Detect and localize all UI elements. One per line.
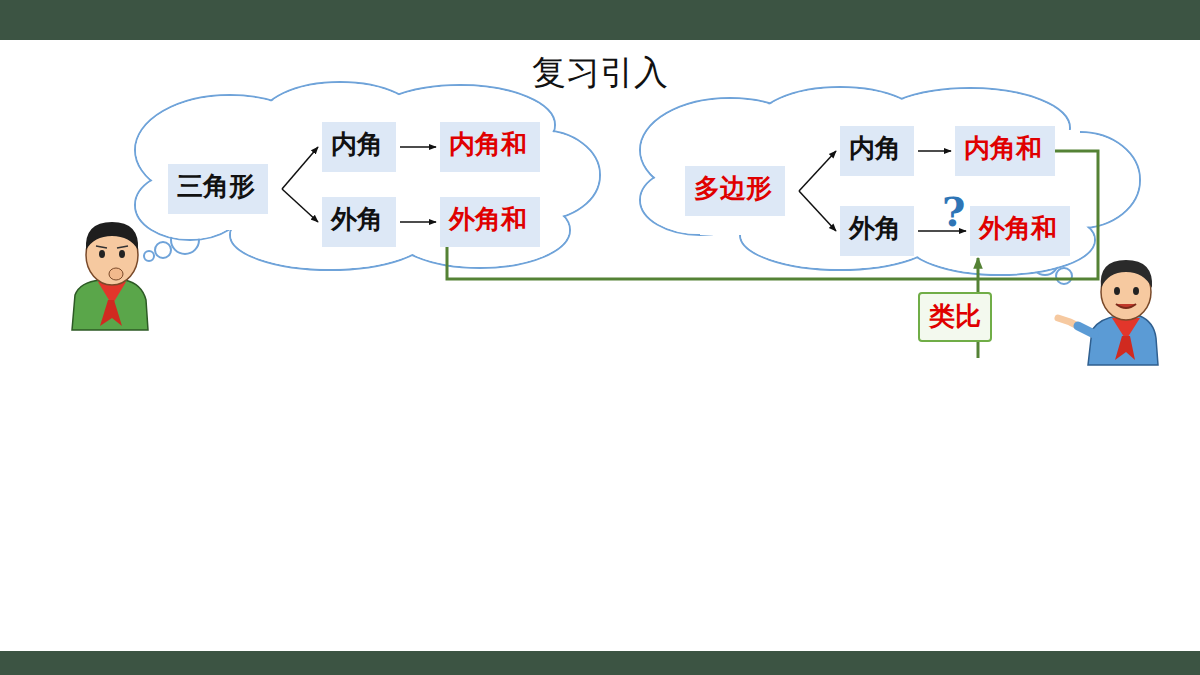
shape-box: 三角形 — [168, 164, 268, 214]
node-text: 内角 — [331, 128, 387, 162]
slide-title: 复习引入 — [0, 50, 1200, 96]
angle-box: 内角 — [840, 126, 914, 176]
bottom-bar — [0, 651, 1200, 675]
node-text: 内角和 — [449, 128, 531, 162]
node-text: 外角 — [331, 203, 387, 237]
angle-box: 内角 — [322, 122, 396, 172]
node-text: 外角和 — [449, 203, 531, 237]
node-text: 内角 — [849, 132, 905, 166]
question-mark: ? — [942, 192, 965, 232]
node-text: 内角和 — [964, 132, 1046, 166]
node-text: 外角和 — [979, 212, 1061, 246]
node-text: 类比 — [929, 300, 981, 334]
connector — [282, 147, 318, 189]
node-text: 三角形 — [177, 170, 259, 204]
connector — [977, 258, 980, 292]
connector — [282, 189, 318, 222]
top-bar — [0, 0, 1200, 40]
node-text: 多边形 — [694, 172, 776, 206]
thought-cloud-left — [135, 82, 600, 270]
connector — [400, 221, 436, 223]
connector — [799, 191, 836, 231]
angle-box: 外角 — [840, 206, 914, 256]
angle-box: 外角 — [322, 197, 396, 247]
shape-box: 多边形 — [685, 166, 785, 216]
sum-box: 内角和 — [440, 122, 540, 172]
thought-cloud-right — [640, 87, 1140, 284]
node-text: 外角 — [849, 212, 905, 246]
sum-box: 外角和 — [440, 197, 540, 247]
connector — [400, 146, 436, 148]
sum-box: 外角和 — [970, 206, 1070, 256]
guide-line — [977, 342, 980, 358]
connector — [799, 151, 836, 191]
boy-presenting — [1058, 260, 1158, 365]
connector — [918, 150, 951, 152]
analogy-box: 类比 — [918, 292, 992, 342]
sum-box: 内角和 — [955, 126, 1055, 176]
boy-thinking — [72, 222, 148, 330]
